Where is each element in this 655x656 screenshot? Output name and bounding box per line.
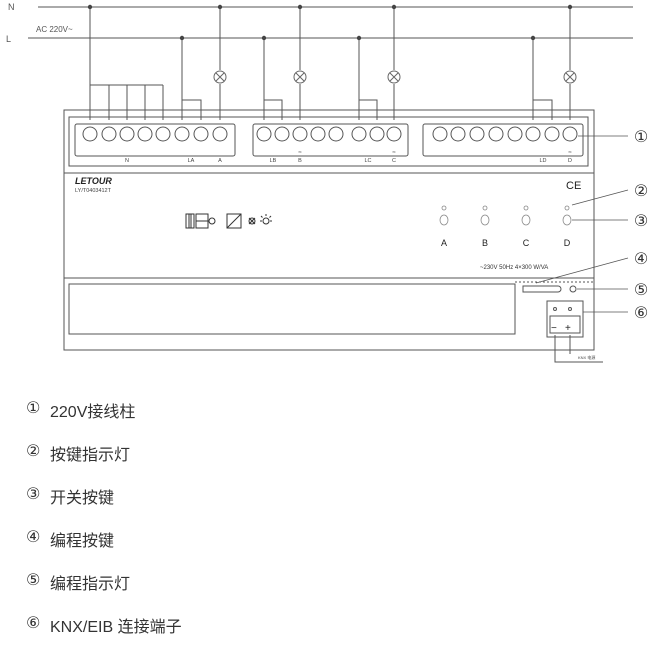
knx-connector [546, 300, 603, 363]
legend-text: 按键指示灯 [50, 447, 131, 464]
legend-number: ⑥ [26, 615, 41, 632]
legend-text: 编程指示灯 [50, 576, 131, 593]
channel-label-b: B [482, 238, 488, 248]
terminal-label-lc: LC [364, 158, 371, 164]
channel-d-led [564, 205, 570, 211]
channel-label-a: A [441, 238, 447, 248]
relay-symbol-icon [185, 213, 272, 229]
callout-2: ② [634, 183, 648, 200]
device-body [63, 109, 595, 351]
lamp-icon [563, 70, 577, 84]
legend-item: ① 220V接线柱 [26, 398, 426, 441]
lamp-icon [213, 70, 227, 84]
knx-power-label: KNX 电源 [578, 354, 595, 360]
legend-text: 220V接线柱 [50, 404, 136, 421]
channel-b-led [482, 205, 488, 211]
legend-item: ⑥ KNX/EIB 连接端子 [26, 613, 426, 656]
legend-item: ⑤ 编程指示灯 [26, 570, 426, 613]
callout-6: ⑥ [634, 305, 648, 322]
callout-1: ① [634, 129, 648, 146]
ac-symbol-icon: ≈ [298, 150, 302, 156]
terminal-label-ld: LD [539, 158, 546, 164]
legend-number: ⑤ [26, 572, 41, 589]
neutral-label: N [8, 2, 15, 12]
terminal-label-b: B [298, 158, 302, 164]
legend-number: ② [26, 443, 41, 460]
model-number: LY/T0403412T [75, 188, 112, 194]
supply-label: AC 220V~ [36, 25, 73, 34]
terminal-label-lb: LB [270, 158, 277, 164]
callout-5: ⑤ [634, 282, 648, 299]
lamp-icon [293, 70, 307, 84]
legend-item: ④ 编程按键 [26, 527, 426, 570]
legend-item: ② 按键指示灯 [26, 441, 426, 484]
channel-a-led [441, 205, 447, 211]
legend-item: ③ 开关按键 [26, 484, 426, 527]
terminal-label-d: D [568, 158, 572, 164]
channel-c-button[interactable] [521, 214, 531, 226]
legend-text: 编程按键 [50, 533, 115, 550]
line-label: L [6, 34, 11, 44]
channel-c-led [523, 205, 529, 211]
lamp-icon [387, 70, 401, 84]
channel-d-button[interactable] [562, 214, 572, 226]
ce-mark: CE [566, 180, 581, 192]
programming-button[interactable] [522, 285, 562, 293]
brand-logo: LETOUR [75, 176, 112, 186]
rating-text: ~230V 50Hz 4×300 W/VA [480, 265, 548, 271]
legend-text: 开关按键 [50, 490, 115, 507]
callout-3: ③ [634, 213, 648, 230]
legend-number: ① [26, 400, 41, 417]
channel-a-button[interactable] [439, 214, 449, 226]
channel-label-d: D [564, 238, 571, 248]
terminal-label-n: N [125, 158, 129, 164]
knx-plus: + [565, 323, 571, 334]
terminal-label-a: A [218, 158, 222, 164]
wiring-diagram: N L AC 220V~ N LA A LB B LC C LD D ≈ ≈ [6, 2, 648, 363]
ac-symbol-icon: ≈ [568, 150, 572, 156]
junction-dots [87, 4, 573, 41]
legend-number: ③ [26, 486, 41, 503]
terminal-label-c: C [392, 158, 396, 164]
legend-text: KNX/EIB 连接端子 [50, 619, 182, 636]
channel-label-c: C [523, 238, 530, 248]
ac-symbol-icon: ≈ [392, 150, 396, 156]
callout-4: ④ [634, 251, 648, 268]
legend: ① 220V接线柱 ② 按键指示灯 ③ 开关按键 ④ 编程按键 ⑤ 编程指示灯 … [26, 398, 426, 656]
channel-b-button[interactable] [480, 214, 490, 226]
programming-led [569, 285, 577, 293]
knx-minus: − [551, 323, 557, 334]
legend-number: ④ [26, 529, 41, 546]
terminal-screws [82, 126, 578, 142]
terminal-label-la: LA [188, 158, 195, 164]
